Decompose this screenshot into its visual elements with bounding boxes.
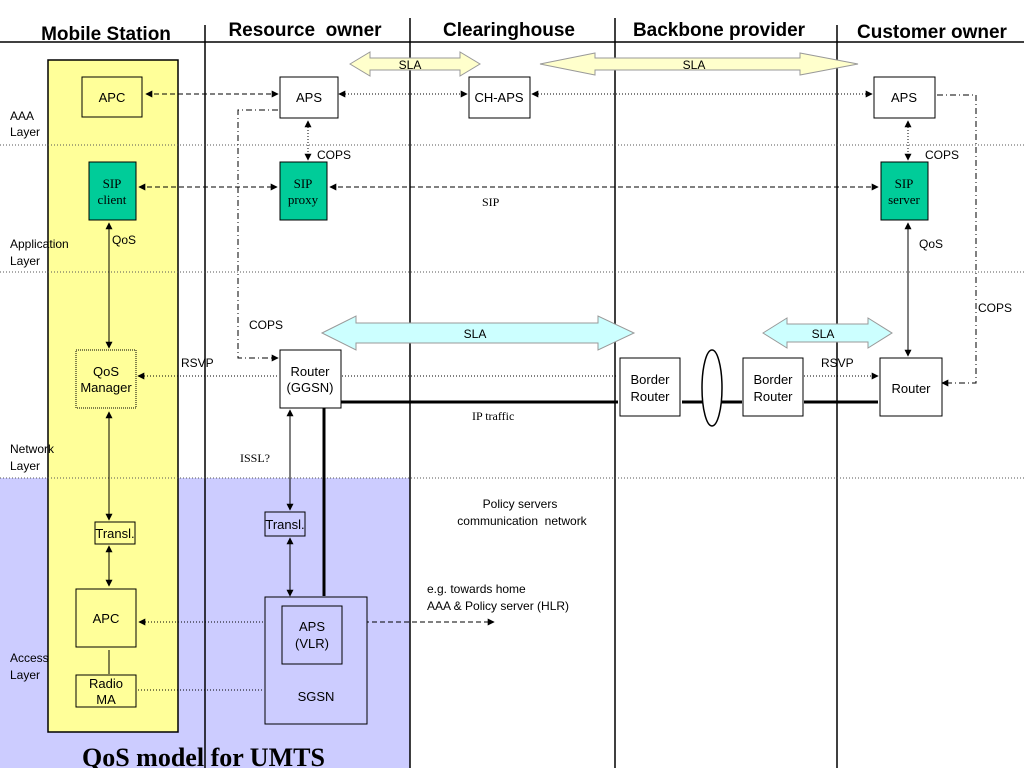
label-cops-right-loop: COPS (978, 301, 1012, 315)
ro-router-ggsn-node[interactable]: Router(GGSN) (279, 349, 342, 409)
header-resource-owner: Resource owner (228, 20, 382, 41)
header-backbone-provider: Backbone provider (633, 20, 806, 41)
svg-text:CH-APS: CH-APS (474, 90, 523, 105)
svg-text:Transl.: Transl. (265, 517, 304, 532)
svg-text:Router(GGSN): Router(GGSN) (287, 364, 334, 395)
label-qos-ms: QoS (112, 233, 136, 247)
label-cops-ro: COPS (317, 148, 351, 162)
label-cops-left-loop: COPS (249, 318, 283, 332)
header-customer-owner: Customer owner (857, 22, 1008, 43)
link-cops-left-loop (237, 109, 279, 362)
label-qos-co: QoS (919, 237, 943, 251)
svg-text:Transl.: Transl. (95, 526, 134, 541)
backbone-link-ellipse (701, 349, 723, 427)
ro-aps-node[interactable]: APS (279, 76, 339, 119)
ro-transl-node[interactable]: Transl. (264, 511, 306, 537)
label-rsvp-ms: RSVP (181, 356, 214, 370)
ro-aps-vlr-node[interactable]: APS(VLR) (281, 605, 343, 665)
sla-arrow-top-right: SLA (539, 52, 859, 76)
column-dividers (0, 18, 1024, 768)
svg-text:SLA: SLA (683, 58, 706, 72)
svg-text:SLA: SLA (464, 327, 487, 341)
label-ip-traffic: IP traffic (472, 409, 514, 423)
ms-apc-node[interactable]: APC (81, 76, 143, 118)
sla-arrow-network-right: SLA (762, 317, 893, 349)
svg-text:Router: Router (891, 381, 931, 396)
svg-text:SGSN: SGSN (298, 689, 335, 704)
header-mobile-station: Mobile Station (41, 24, 171, 45)
ms-apc-bottom-node[interactable]: APC (75, 588, 137, 648)
co-aps-node[interactable]: APS (873, 76, 936, 119)
svg-text:APS(VLR): APS(VLR) (295, 619, 329, 651)
ch-aps-node[interactable]: CH-APS (468, 76, 531, 119)
svg-text:APC: APC (93, 611, 120, 626)
sla-arrow-top-left: SLA (349, 51, 481, 77)
label-sip: SIP (482, 195, 500, 209)
label-rsvp-co: RSVP (821, 356, 854, 370)
link-cops-right-loop (937, 94, 977, 387)
co-router-node[interactable]: Router (879, 357, 943, 417)
label-cops-co: COPS (925, 148, 959, 162)
header-clearinghouse: Clearinghouse (443, 20, 575, 41)
svg-text:APC: APC (99, 90, 126, 105)
sla-arrow-network-left: SLA (320, 315, 636, 351)
svg-text:SLA: SLA (399, 58, 422, 72)
svg-text:APS: APS (891, 90, 917, 105)
diagram-title: QoS model for UMTS (82, 743, 325, 768)
svg-text:SLA: SLA (812, 327, 835, 341)
label-issl: ISSL? (240, 451, 270, 465)
ms-transl-node[interactable]: Transl. (94, 521, 136, 545)
svg-text:APS: APS (296, 90, 322, 105)
